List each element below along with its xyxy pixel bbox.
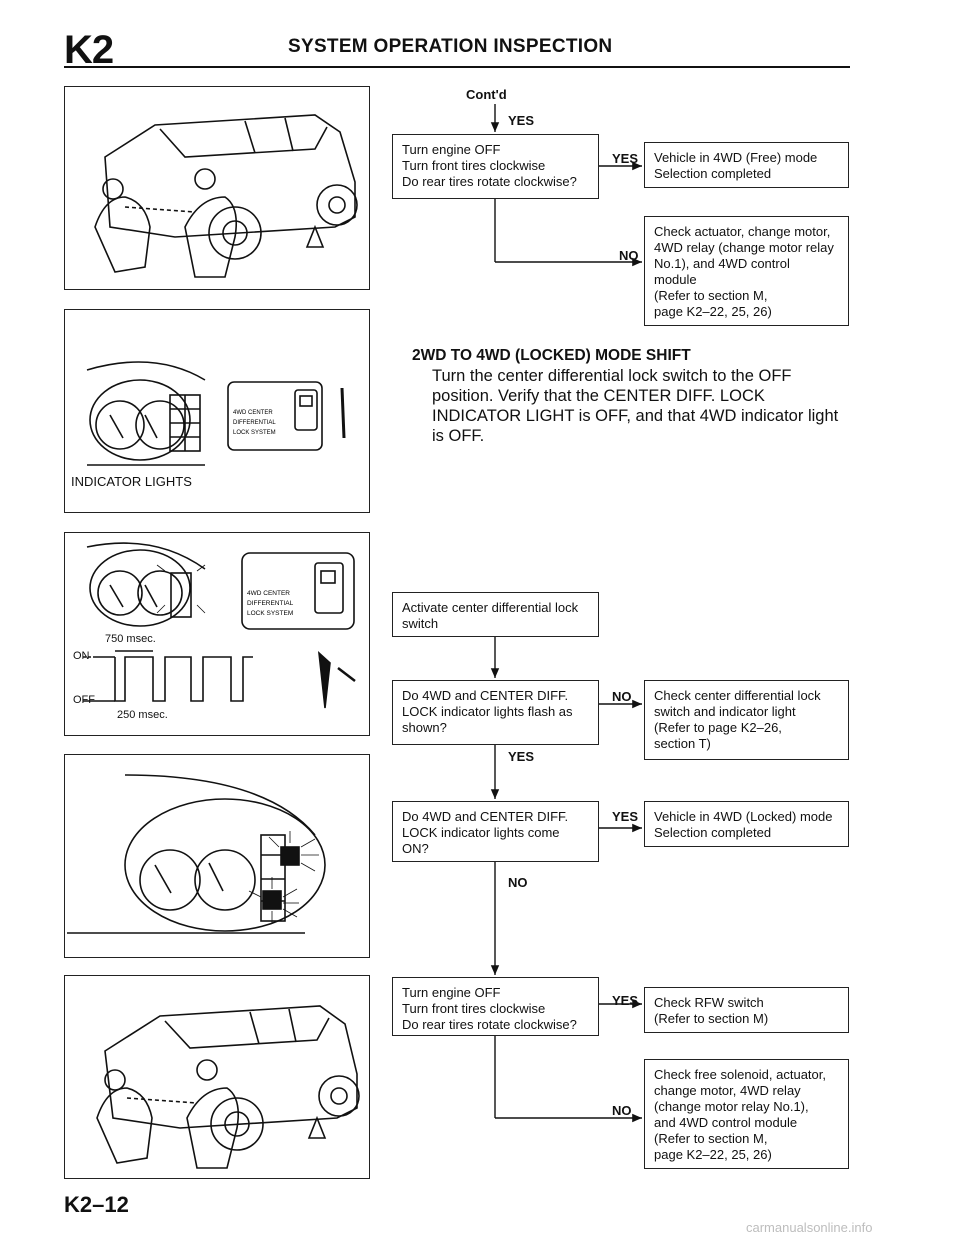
page-number: K2–12	[64, 1192, 129, 1217]
gauges-lit-drawing	[67, 774, 326, 934]
timing-on-label: ON	[73, 650, 90, 662]
result-box-4wd-locked: Vehicle in 4WD (Locked) mode Selection c…	[644, 801, 849, 847]
illustration-indicators-on	[64, 754, 370, 958]
no-label: NO	[612, 1103, 632, 1118]
header-rule	[64, 66, 850, 68]
switch-text-line-1: 4WD CENTER	[233, 410, 273, 416]
yes-label: YES	[612, 151, 639, 166]
yes-label: YES	[612, 809, 639, 824]
section-instructions: Turn the center differential lock switch…	[432, 367, 839, 445]
no-label: NO	[619, 248, 639, 263]
watermark: carmanualsonline.info	[746, 1220, 873, 1235]
activate-switch-box: Activate center differential lock switch	[392, 592, 599, 637]
switch-text-line-1: 4WD CENTER	[247, 590, 290, 597]
question-box-rear-tires-2: Turn engine OFF Turn front tires clockwi…	[392, 977, 599, 1036]
contd-label: Cont'd	[466, 87, 507, 102]
section-heading: 2WD TO 4WD (LOCKED) MODE SHIFT	[412, 347, 691, 364]
question-box-flash: Do 4WD and CENTER DIFF. LOCK indicator l…	[392, 680, 599, 745]
switch-text-line-2: DIFFERENTIAL	[247, 600, 294, 607]
illustration-tire-check-2	[64, 975, 370, 1179]
gauge-cluster-drawing: 4WD CENTER DIFFERENTIAL LOCK SYSTEM	[86, 361, 346, 466]
question-box-rear-tires: Turn engine OFF Turn front tires clockwi…	[392, 134, 599, 199]
indicator-lights-caption: INDICATOR LIGHTS	[71, 474, 192, 489]
illustration-tire-check-1	[64, 86, 370, 290]
check-rfw-box: Check RFW switch (Refer to section M)	[644, 987, 849, 1033]
switch-text-line-2: DIFFERENTIAL	[233, 420, 276, 426]
check-free-solenoid-box: Check free solenoid, actuator, change mo…	[644, 1059, 849, 1169]
timing-250-label: 250 msec.	[117, 709, 168, 721]
switch-text-line-3: LOCK SYSTEM	[247, 610, 293, 617]
result-box-4wd-free: Vehicle in 4WD (Free) mode Selection com…	[644, 142, 849, 188]
illustration-flash-timing: 4WD CENTER DIFFERENTIAL LOCK SYSTEM 750 …	[64, 532, 370, 736]
yes-label: YES	[612, 993, 639, 1008]
page-title: SYSTEM OPERATION INSPECTION	[288, 36, 613, 57]
no-label: NO	[508, 875, 528, 890]
switch-text-line-3: LOCK SYSTEM	[233, 430, 276, 436]
yes-label: YES	[508, 749, 535, 764]
check-actuator-box: Check actuator, change motor, 4WD relay …	[644, 216, 849, 326]
van-with-technicians-drawing-2	[96, 1005, 360, 1169]
check-center-diff-box: Check center differential lock switch an…	[644, 680, 849, 760]
flash-timing-drawing: 4WD CENTER DIFFERENTIAL LOCK SYSTEM	[83, 542, 356, 709]
illustration-indicator-lights: 4WD CENTER DIFFERENTIAL LOCK SYSTEM INDI…	[64, 309, 370, 513]
question-box-come-on: Do 4WD and CENTER DIFF. LOCK indicator l…	[392, 801, 599, 862]
yes-label: YES	[508, 113, 535, 128]
timing-750-label: 750 msec.	[105, 633, 156, 645]
van-with-technicians-drawing	[94, 114, 358, 278]
no-label: NO	[612, 689, 632, 704]
section-code: K2	[64, 28, 114, 72]
timing-off-label: OFF	[73, 694, 95, 706]
